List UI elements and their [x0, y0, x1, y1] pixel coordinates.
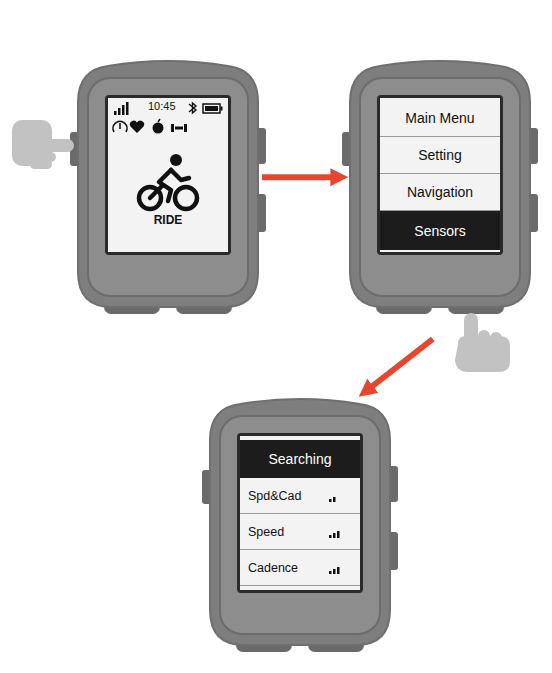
device-screen: Main MenuSettingNavigationSensors [350, 62, 530, 307]
menu-item: Navigation [380, 174, 500, 211]
selected-menu-item: Sensors [380, 211, 500, 250]
signal-bars [329, 497, 340, 574]
bike-computer [342, 61, 538, 314]
menu-label: Navigation [407, 184, 473, 200]
menu-item: Setting [380, 137, 500, 174]
screen-text: 10:45 [148, 100, 184, 112]
menu-label: Speed [248, 525, 284, 539]
pressing-hand [12, 120, 74, 169]
cyclist-icon [139, 154, 197, 209]
menu-item: Main Menu [380, 100, 500, 137]
pressing-hand [455, 313, 510, 372]
menu-label: Searching [268, 451, 331, 467]
menu-label: Spd&Cad [248, 489, 302, 503]
bike-computer [202, 399, 398, 652]
device-screen: SearchingSpd&CadSpeedCadence [210, 400, 390, 645]
menu-label: Cadence [248, 561, 298, 575]
menu-item: Speed [240, 514, 360, 550]
menu-label: Sensors [414, 223, 465, 239]
flow-arrow [262, 174, 334, 180]
selected-menu-item: Searching [240, 440, 360, 478]
menu-item: Cadence [240, 550, 360, 586]
menu-item: Spd&Cad [240, 478, 360, 514]
menu-label: Setting [418, 147, 462, 163]
bike-computer [70, 61, 266, 314]
menu-label: Main Menu [405, 110, 474, 126]
device-screen: 10:45RIDE [78, 62, 258, 307]
flow-arrow [370, 339, 433, 388]
screen-text: RIDE [108, 213, 228, 227]
